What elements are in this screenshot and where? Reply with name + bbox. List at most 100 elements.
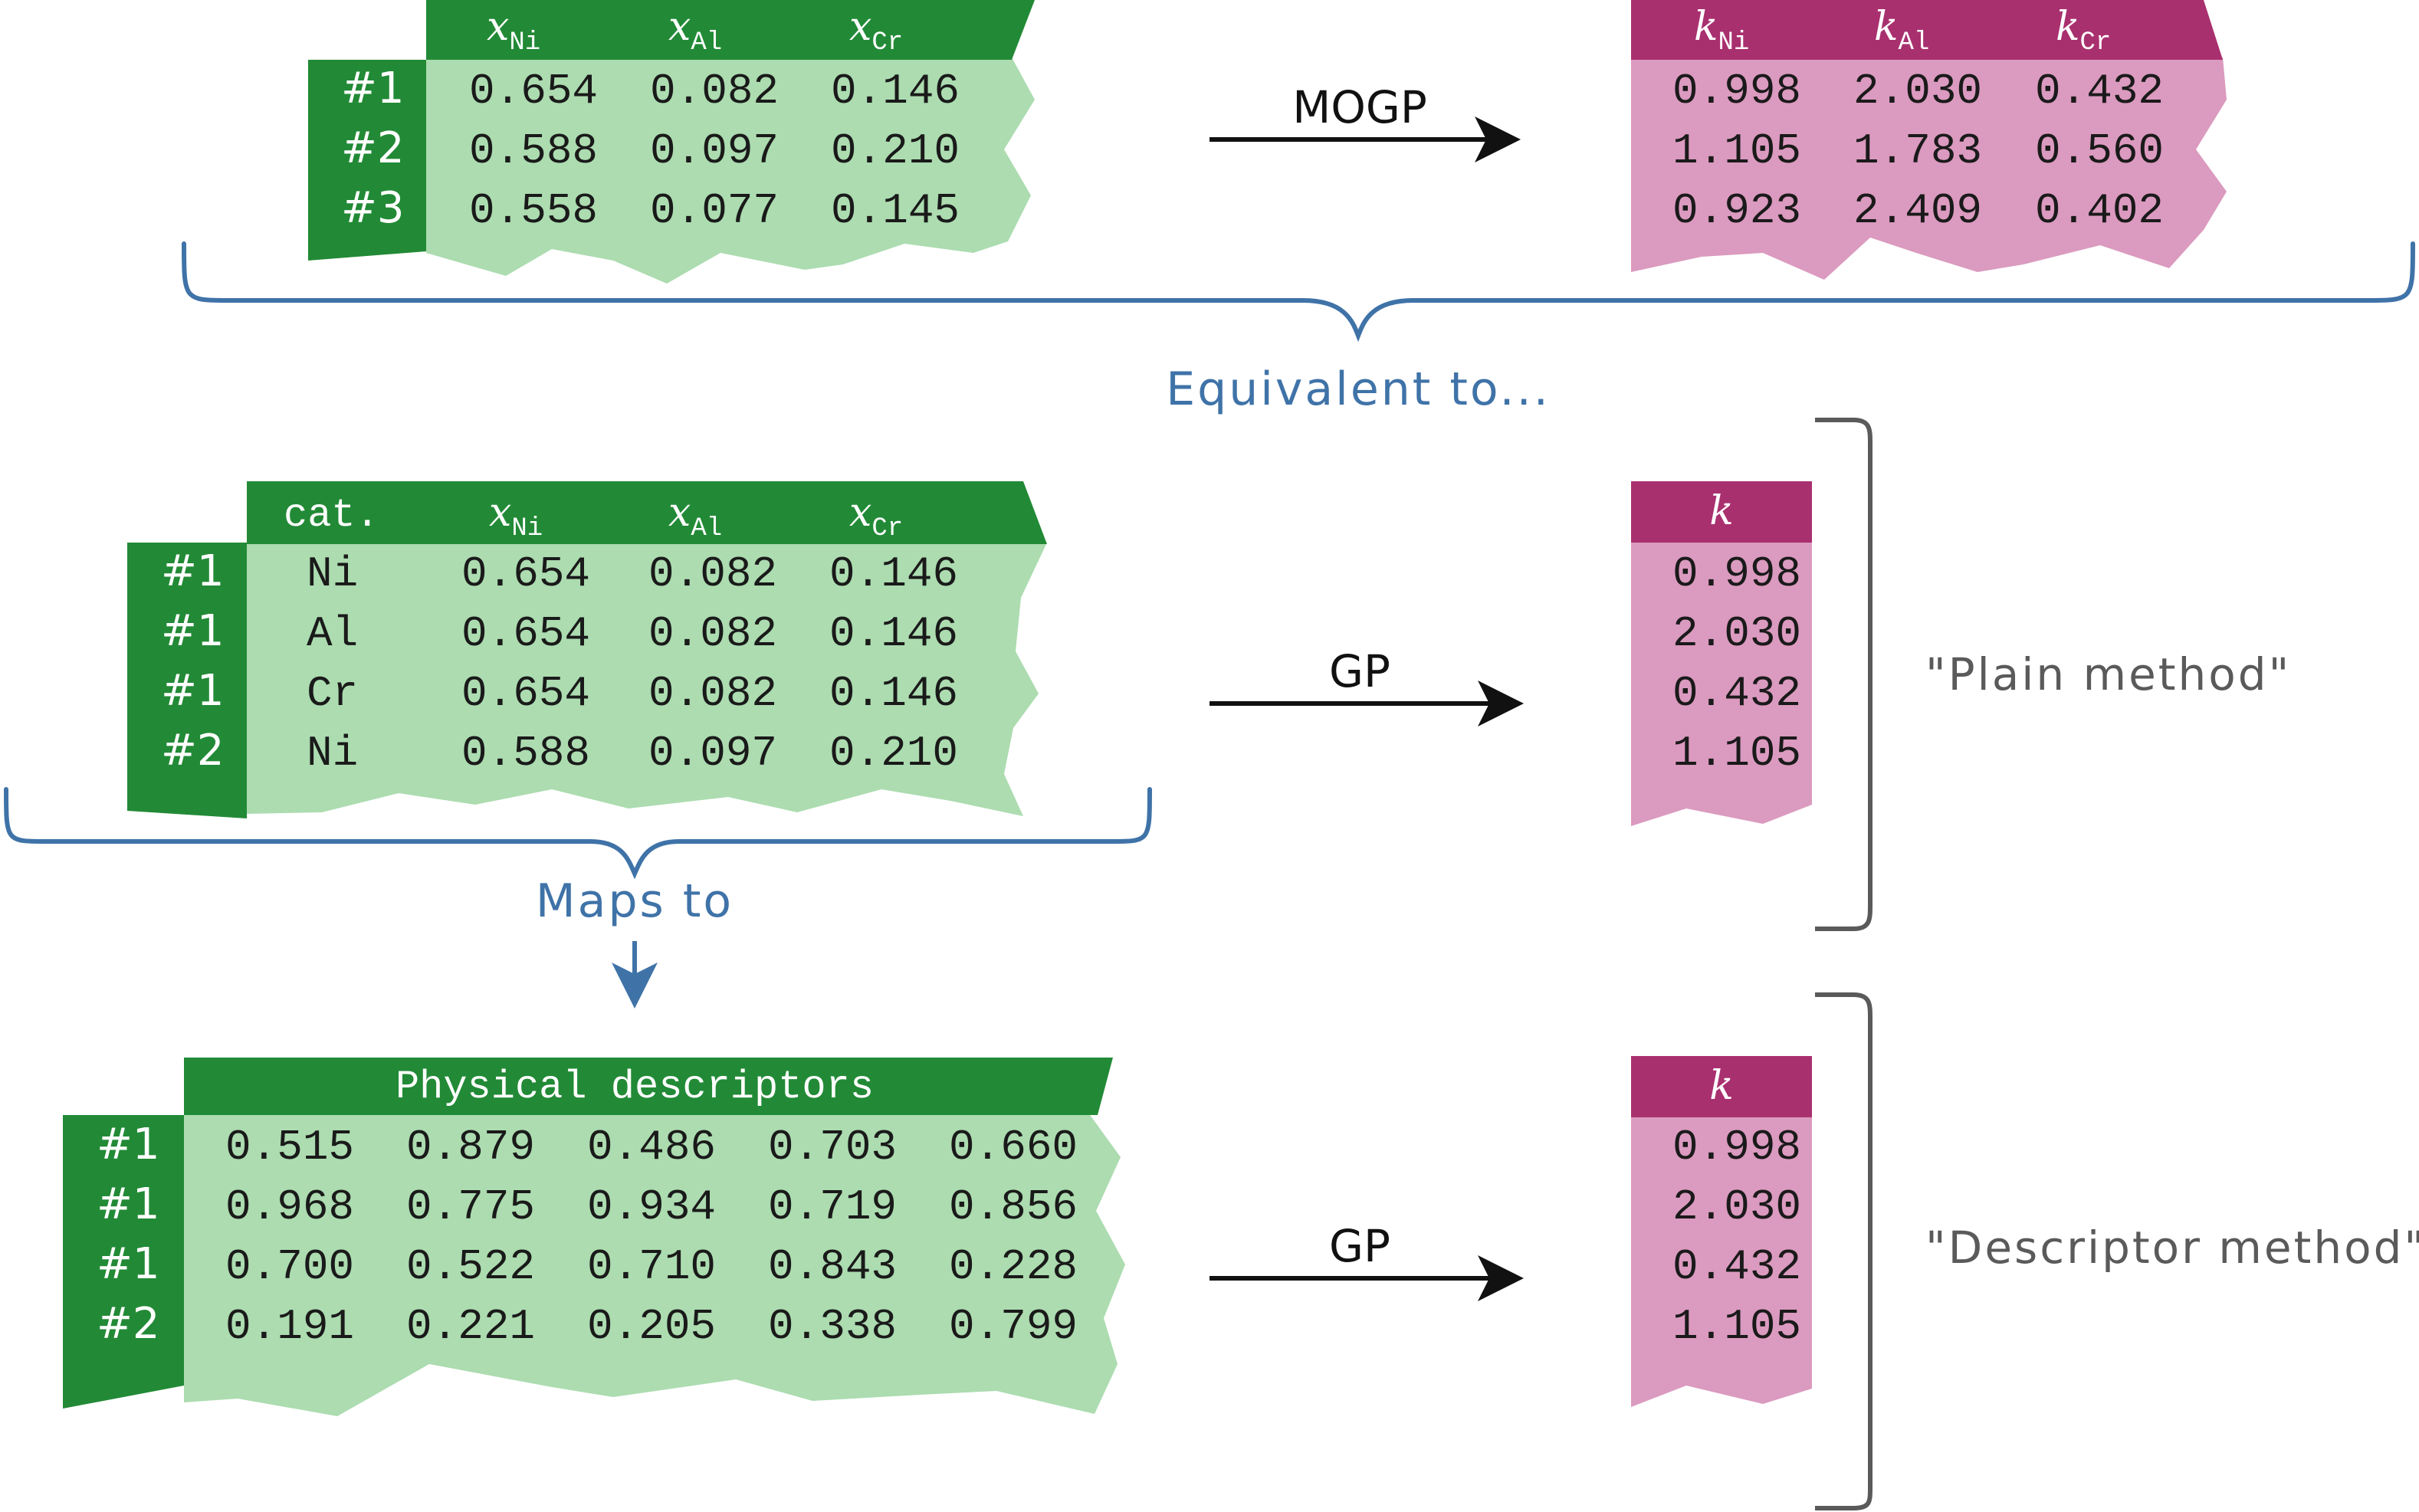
table-cell: 0.710 [587, 1242, 716, 1291]
table-cell: 0.843 [768, 1242, 897, 1291]
row-index: #1 [161, 666, 225, 716]
plain-method-label: "Plain method" [1925, 648, 2291, 700]
table-cell: 0.879 [406, 1123, 535, 1172]
top-input-header-band [426, 0, 1035, 60]
top-input-index-column [308, 60, 426, 261]
middle-header-xAl: xAl [668, 490, 722, 543]
table-cell: 0.522 [406, 1242, 535, 1291]
mogp-label: MOGP [1292, 81, 1427, 133]
top-input-cells: 0.654 0.082 0.146 0.588 0.097 0.210 0.55… [469, 67, 960, 235]
gp-label: GP [1329, 1220, 1390, 1272]
bottom-output-table: k 0.998 2.030 0.432 1.105 [1631, 1056, 1812, 1407]
row-index: #1 [97, 1239, 160, 1289]
bottom-output-body [1631, 1115, 1812, 1407]
table-cell: 0.402 [2035, 186, 2164, 235]
table-cell: 0.221 [406, 1302, 535, 1351]
middle-output-table: k 0.998 2.030 0.432 1.105 [1631, 481, 1812, 826]
row-index: #2 [161, 726, 225, 776]
category-cell: Ni [307, 729, 358, 778]
middle-arrow-group: GP [1210, 645, 1524, 726]
middle-output-header-band [1631, 481, 1812, 543]
middle-input-headers: cat. xNi xAl xCr [284, 490, 903, 543]
middle-input-body [247, 543, 1047, 816]
row-index: #2 [341, 123, 405, 173]
maps-to-label: Maps to [536, 874, 734, 928]
top-output-body [1631, 57, 2227, 280]
top-input-table: xNi xAl xCr #1 #2 #3 0.654 0.082 0.146 0… [308, 0, 1035, 284]
table-cell: 0.210 [831, 126, 960, 175]
bottom-output-cells: 0.998 2.030 0.432 1.105 [1672, 1123, 1801, 1351]
table-cell: 1.783 [1853, 126, 1982, 175]
table-cell: 0.998 [1672, 549, 1801, 599]
gp-label: GP [1329, 645, 1390, 697]
row-index: #2 [97, 1299, 160, 1349]
top-output-table: kNi kAl kCr 0.998 2.030 0.432 1.105 1.78… [1631, 0, 2227, 280]
middle-input-index-labels: #1 #1 #1 #2 [161, 546, 225, 776]
table-cell: 0.923 [1672, 186, 1801, 235]
maps-to-brace [4, 787, 1152, 880]
plain-method-bracket [1815, 418, 1873, 931]
table-cell: 0.560 [2035, 126, 2164, 175]
table-cell: 0.082 [648, 669, 777, 718]
category-cell: Al [307, 609, 358, 658]
table-cell: 0.145 [831, 186, 960, 235]
table-cell: 0.558 [469, 186, 598, 235]
table-cell: 0.654 [461, 669, 590, 718]
table-cell: 0.338 [768, 1302, 897, 1351]
bottom-input-index-column [63, 1115, 184, 1409]
table-cell: 0.191 [225, 1302, 354, 1351]
table-cell: 0.719 [768, 1182, 897, 1232]
middle-output-cells: 0.998 2.030 0.432 1.105 [1672, 549, 1801, 778]
row-index: #1 [97, 1120, 160, 1169]
table-cell: 2.409 [1853, 186, 1982, 235]
top-output-header-band [1631, 0, 2223, 60]
table-cell: 0.700 [225, 1242, 354, 1291]
table-cell: 0.934 [587, 1182, 716, 1232]
table-cell: 0.082 [648, 549, 777, 599]
bottom-input-cells: 0.515 0.879 0.486 0.703 0.660 0.968 0.77… [225, 1123, 1078, 1351]
table-cell: 0.082 [650, 67, 779, 116]
bottom-arrow-group: GP [1210, 1220, 1524, 1301]
top-output-headers: kNi kAl kCr [1694, 4, 2111, 57]
top-header-xAl: xAl [668, 4, 722, 57]
row-index: #1 [97, 1179, 160, 1229]
descriptor-method-label: "Descriptor method" [1925, 1222, 2419, 1274]
row-index: #1 [161, 606, 225, 656]
row-index: #1 [161, 546, 225, 596]
table-cell: 0.654 [469, 67, 598, 116]
table-cell: 0.588 [461, 729, 590, 778]
descriptor-method-bracket [1815, 992, 1873, 1510]
middle-header-cat: cat. [284, 493, 379, 538]
table-cell: 0.210 [829, 729, 958, 778]
table-cell: 0.228 [949, 1242, 1078, 1291]
table-cell: 0.775 [406, 1182, 535, 1232]
table-cell: 0.588 [469, 126, 598, 175]
table-cell: 0.146 [829, 669, 958, 718]
top-input-body [426, 57, 1035, 284]
bottom-input-index-labels: #1 #1 #1 #2 [97, 1120, 160, 1349]
equivalent-label: Equivalent to... [1166, 362, 1551, 416]
table-cell: 0.097 [648, 729, 777, 778]
table-cell: 0.146 [829, 609, 958, 658]
bottom-output-header: k [1709, 1063, 1734, 1109]
table-cell: 0.082 [648, 609, 777, 658]
bottom-input-body [184, 1113, 1125, 1416]
table-cell: 2.030 [1672, 1182, 1801, 1232]
physical-descriptors-header: Physical descriptors [396, 1064, 874, 1110]
middle-input-header-band [247, 481, 1047, 544]
table-cell: 0.856 [949, 1182, 1078, 1232]
row-index: #1 [341, 64, 405, 113]
table-cell: 0.486 [587, 1123, 716, 1172]
bottom-input-header-band [184, 1058, 1113, 1115]
bottom-output-header-band [1631, 1056, 1812, 1117]
table-cell: 0.205 [587, 1302, 716, 1351]
row-index: #3 [341, 183, 405, 233]
table-cell: 0.146 [831, 67, 960, 116]
table-cell: 1.105 [1672, 126, 1801, 175]
middle-header-xNi: xNi [489, 490, 543, 543]
table-cell: 0.097 [650, 126, 779, 175]
table-cell: 0.998 [1672, 67, 1801, 116]
table-cell: 0.799 [949, 1302, 1078, 1351]
top-header-xCr: xCr [849, 4, 903, 57]
